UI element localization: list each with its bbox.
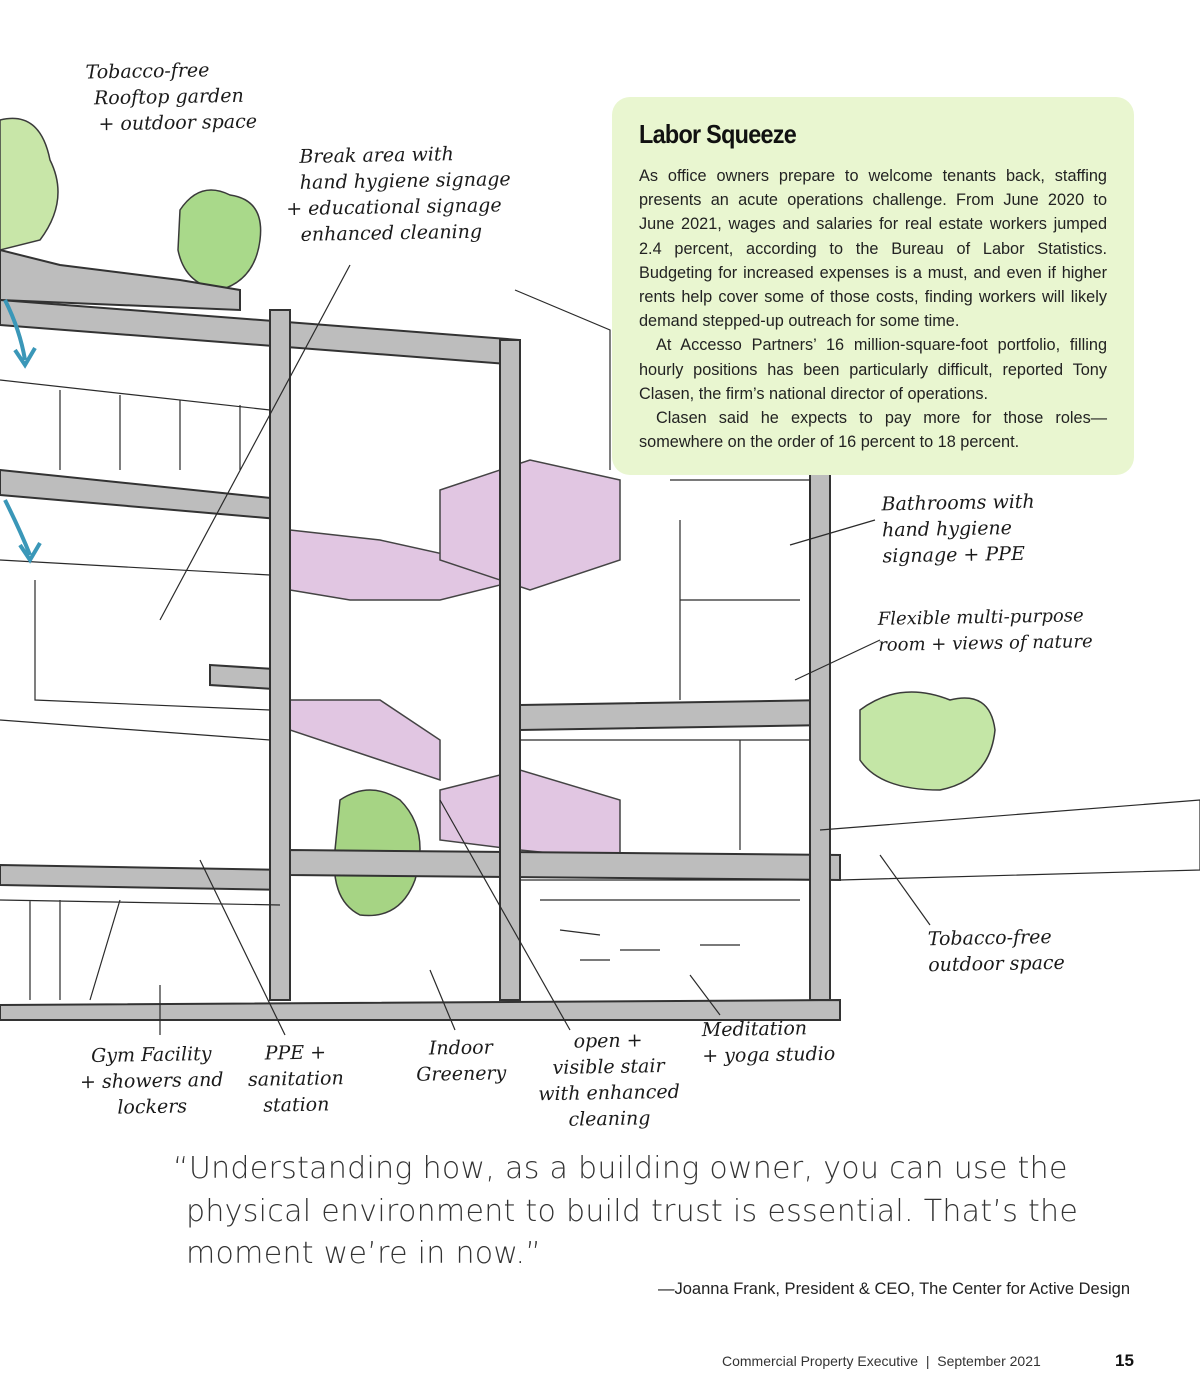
sidebar-paragraph: As office owners prepare to welcome tena…: [639, 167, 1107, 331]
label-line: signage + PPE: [882, 542, 1026, 568]
label-line: outdoor space: [928, 951, 1066, 977]
label-line: Rooftop garden: [93, 84, 244, 110]
label-line: Tobacco-free: [927, 926, 1052, 951]
label-rooftop-garden: Tobacco-free Rooftop garden + outdoor sp…: [85, 57, 257, 138]
label-open-stair: open + visible stair with enhanced clean…: [537, 1027, 680, 1133]
label-line: cleaning: [568, 1107, 651, 1131]
label-line: Flexible multi-purpose: [877, 605, 1084, 630]
airflow-arrow-icon: [3, 299, 42, 564]
label-bathrooms: Bathrooms with hand hygiene signage + PP…: [881, 489, 1035, 570]
label-indoor-greenery: Indoor Greenery: [416, 1034, 507, 1088]
label-break-area: Break area with hand hygiene signage + e…: [286, 140, 512, 248]
sidebar-labor-squeeze: Labor Squeeze As office owners prepare t…: [612, 97, 1134, 475]
label-line: + educational signage: [286, 194, 502, 221]
label-line: Bathrooms with: [881, 490, 1035, 516]
label-line: PPE +: [264, 1041, 327, 1065]
quote-line: “Understanding how, as a building owner,…: [173, 1151, 1068, 1186]
footer-publication: Commercial Property Executive | Septembe…: [722, 1353, 1041, 1369]
label-line: with enhanced: [538, 1080, 681, 1106]
pull-quote: “Understanding how, as a building owner,…: [173, 1148, 1133, 1276]
label-line: Greenery: [416, 1062, 507, 1086]
label-line: Break area with: [299, 143, 454, 168]
label-line: enhanced cleaning: [300, 220, 483, 246]
label-line: hand hygiene: [881, 517, 1013, 542]
label-line: lockers: [117, 1095, 188, 1119]
label-line: Meditation: [701, 1017, 808, 1042]
label-line: + outdoor space: [98, 110, 258, 136]
quote-attribution: —Joanna Frank, President & CEO, The Cent…: [658, 1280, 1130, 1298]
label-flexible-room: Flexible multi-purpose room + views of n…: [878, 603, 1093, 659]
floor-slabs: [0, 248, 841, 1021]
label-line: + showers and: [79, 1068, 224, 1094]
label-line: open +: [573, 1029, 643, 1053]
label-line: Indoor: [428, 1036, 493, 1060]
label-line: hand hygiene signage: [299, 168, 511, 194]
label-line: + yoga studio: [702, 1042, 836, 1068]
label-ppe-station: PPE + sanitation station: [247, 1039, 344, 1119]
label-line: Gym Facility: [90, 1042, 212, 1068]
sidebar-paragraph: At Accesso Partners’ 16 million-square-f…: [639, 336, 1107, 403]
label-line: sanitation: [247, 1067, 344, 1091]
sidebar-title: Labor Squeeze: [639, 119, 797, 149]
leader-lines: [159, 264, 931, 1036]
quote-line: moment we’re in now.”: [186, 1236, 542, 1271]
building-section-illustration: [0, 117, 1200, 1036]
sidebar-paragraph: Clasen said he expects to pay more for t…: [639, 409, 1107, 452]
label-meditation-studio: Meditation + yoga studio: [702, 1015, 836, 1069]
label-line: Tobacco-free: [85, 59, 210, 84]
label-line: room + views of nature: [878, 631, 1093, 656]
label-gym: Gym Facility + showers and lockers: [79, 1041, 224, 1121]
label-outdoor-space: Tobacco-free outdoor space: [928, 924, 1065, 978]
label-line: station: [263, 1093, 330, 1117]
page-number: 15: [1115, 1351, 1134, 1370]
quote-line: physical environment to build trust is e…: [186, 1193, 1079, 1229]
label-line: visible stair: [552, 1055, 665, 1079]
building-lines: [0, 289, 1200, 1001]
